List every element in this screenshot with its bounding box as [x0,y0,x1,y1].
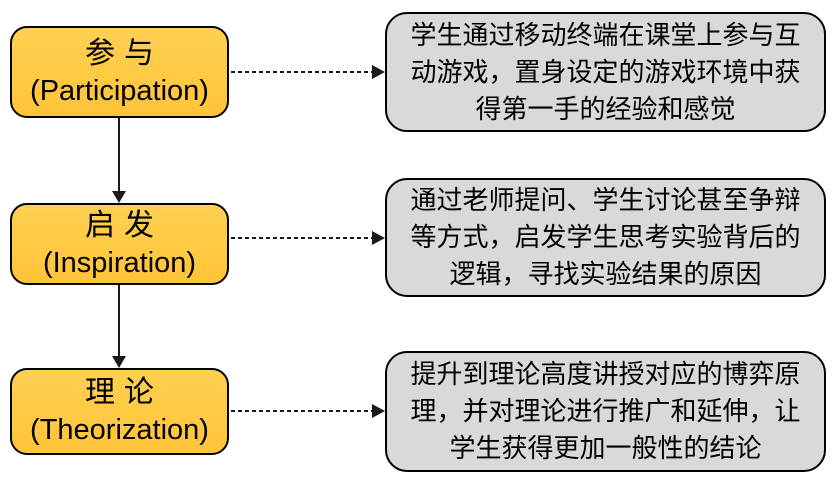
stage-label-en: (Theorization) [30,414,209,446]
stage-box-theorization: 理论 (Theorization) [10,368,229,455]
arrowhead-right-icon [372,231,385,245]
desc-text: 学生通过移动终端在课堂上参与互 动游戏，置身设定的游戏环境中获 得第一手的经验和… [410,19,801,124]
stage-box-participation: 参与 (Participation) [10,26,229,118]
dashed-line [231,237,374,239]
stage-label-zh: 参与 [85,36,163,70]
desc-box-theorization: 提升到理论高度讲授对应的博弈原 理，并对理论进行推广和延伸，让 学生获得更加一般… [385,351,826,472]
arrowhead-down-icon [112,356,126,368]
desc-box-inspiration: 通过老师提问、学生讨论甚至争辩 等方式，启发学生思考实验背后的 逻辑，寻找实验结… [385,178,826,297]
stage-label-zh: 理论 [85,376,163,409]
desc-text: 提升到理论高度讲授对应的博弈原 理，并对理论进行推广和延伸，让 学生获得更加一般… [410,359,801,463]
arrowhead-right-icon [372,404,385,418]
desc-text: 通过老师提问、学生讨论甚至争辩 等方式，启发学生思考实验背后的 逻辑，寻找实验结… [410,185,801,289]
arrowhead-right-icon [372,65,385,79]
stage-label-en: (Participation) [30,74,209,107]
desc-box-participation: 学生通过移动终端在课堂上参与互 动游戏，置身设定的游戏环境中获 得第一手的经验和… [385,12,826,132]
arrow-line [118,285,120,357]
solid-arrow-inspiration-to-theorization-icon [112,285,126,368]
arrow-line [118,118,120,192]
stage-box-inspiration: 启发 (Inspiration) [10,203,229,285]
stage-label-zh: 启发 [85,208,163,242]
dashed-arrow-inspiration-to-desc-icon [231,230,385,246]
dashed-arrow-participation-to-desc-icon [231,64,385,80]
dashed-arrow-theorization-to-desc-icon [231,403,385,419]
stage-label-en: (Inspiration) [42,246,197,279]
dashed-line [231,71,374,73]
arrowhead-down-icon [112,191,126,203]
dashed-line [231,410,374,412]
solid-arrow-participation-to-inspiration-icon [112,118,126,203]
